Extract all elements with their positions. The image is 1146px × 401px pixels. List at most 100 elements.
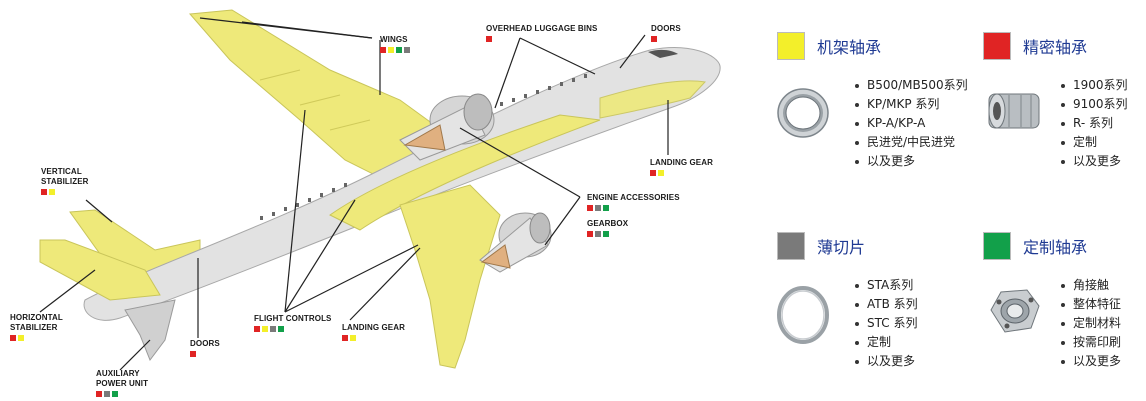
yellow-swatch [658,170,664,176]
swatch-row [587,205,680,211]
legend-item: B500/MB500系列 [855,76,985,95]
legend-item: KP-A/KP-A [855,114,985,133]
callout-label: DOORS [190,339,220,348]
legend-header: 定制轴承 [983,232,1146,260]
callout-label: DOORS [651,24,681,33]
precision-bearing-icon [988,93,1040,129]
legend-item: 民进党/中民进党 [855,133,985,152]
red-swatch [342,335,348,341]
swatch-row [651,36,681,42]
callout-engine-accessories: ENGINE ACCESSORIES [587,193,680,211]
legend-item: ATB 系列 [855,295,985,314]
legend-item: STC 系列 [855,314,985,333]
thin-section-bearing-icon [777,286,829,344]
lower-engine [479,212,552,273]
horizontal-stabilizer-shape [39,239,161,301]
legend-color-swatch [983,32,1011,60]
green-swatch [278,326,284,332]
legend-title: 定制轴承 [1023,238,1088,257]
legend-body: 角接触整体特征定制材料按需印刷以及更多 [983,276,1146,371]
legend-title: 薄切片 [817,238,866,257]
swatch-row [486,36,597,42]
yellow-swatch [49,189,55,195]
yellow-swatch [18,335,24,341]
callout-auxiliary-power-unit: AUXILIARY POWER UNIT [96,369,148,397]
legend-item: 以及更多 [1061,152,1146,171]
red-swatch [651,36,657,42]
legend-header: 机架轴承 [777,32,985,60]
callout-wings: WINGS [380,35,410,53]
red-swatch [96,391,102,397]
yellow-swatch [388,47,394,53]
gray-swatch [104,391,110,397]
legend-item: 9100系列 [1061,95,1146,114]
legend-item: R- 系列 [1061,114,1146,133]
red-swatch [486,36,492,42]
callout-flight-controls: FLIGHT CONTROLS [254,314,332,332]
swatch-row [380,47,410,53]
callout-label: LANDING GEAR [650,158,713,167]
swatch-row [190,351,220,357]
callout-landing-gear-bottom: LANDING GEAR [342,323,405,341]
legend-item: 定制 [855,333,985,352]
swatch-row [342,335,405,341]
legend-item: KP/MKP 系列 [855,95,985,114]
leader-lines [39,17,669,371]
legend-color-swatch [777,232,805,260]
legend-item: 角接触 [1061,276,1146,295]
upper-engine [399,93,495,161]
green-swatch [112,391,118,397]
legend-item: 定制材料 [1061,314,1146,333]
swatch-row [41,189,89,195]
red-swatch [190,351,196,357]
legend-item: 定制 [1061,133,1146,152]
legend-title: 精密轴承 [1023,38,1088,57]
callout-doors-bottom: DOORS [190,339,220,357]
tail-cone [124,299,176,362]
legend-header: 精密轴承 [983,32,1146,60]
callout-label: ENGINE ACCESSORIES [587,193,680,202]
swatch-row [96,391,148,397]
yellow-swatch [262,326,268,332]
callout-horizontal-stabilizer: HORIZONTAL STABILIZER [10,313,63,341]
red-swatch [254,326,260,332]
callout-label: HORIZONTAL STABILIZER [10,313,63,332]
legend-color-swatch [983,232,1011,260]
callout-label: WINGS [380,35,408,44]
swatch-row [650,170,713,176]
red-swatch [587,231,593,237]
callout-doors-top: DOORS [651,24,681,42]
red-swatch [380,47,386,53]
gray-swatch [595,205,601,211]
legend-title: 机架轴承 [817,38,882,57]
red-swatch [10,335,16,341]
legend-item: 整体特征 [1061,295,1146,314]
legend-item: 以及更多 [855,352,985,371]
red-swatch [587,205,593,211]
swatch-row [254,326,332,332]
legend-custom: 定制轴承 角接触整体特征定制材料按需印刷以及更多 [983,232,1146,371]
callout-label: VERTICAL STABILIZER [41,167,89,186]
legend-item: 以及更多 [855,152,985,171]
legend-list: 角接触整体特征定制材料按需印刷以及更多 [1045,276,1146,371]
callout-label: FLIGHT CONTROLS [254,314,332,323]
callout-label: AUXILIARY POWER UNIT [96,369,149,388]
callout-vertical-stabilizer: VERTICAL STABILIZER [41,167,89,195]
legend-color-swatch [777,32,805,60]
gray-swatch [404,47,410,53]
cabin-windows [260,74,587,220]
airplane-diagram [39,9,721,371]
callout-label: LANDING GEAR [342,323,405,332]
gray-swatch [270,326,276,332]
green-swatch [603,205,609,211]
legend-item: 以及更多 [1061,352,1146,371]
